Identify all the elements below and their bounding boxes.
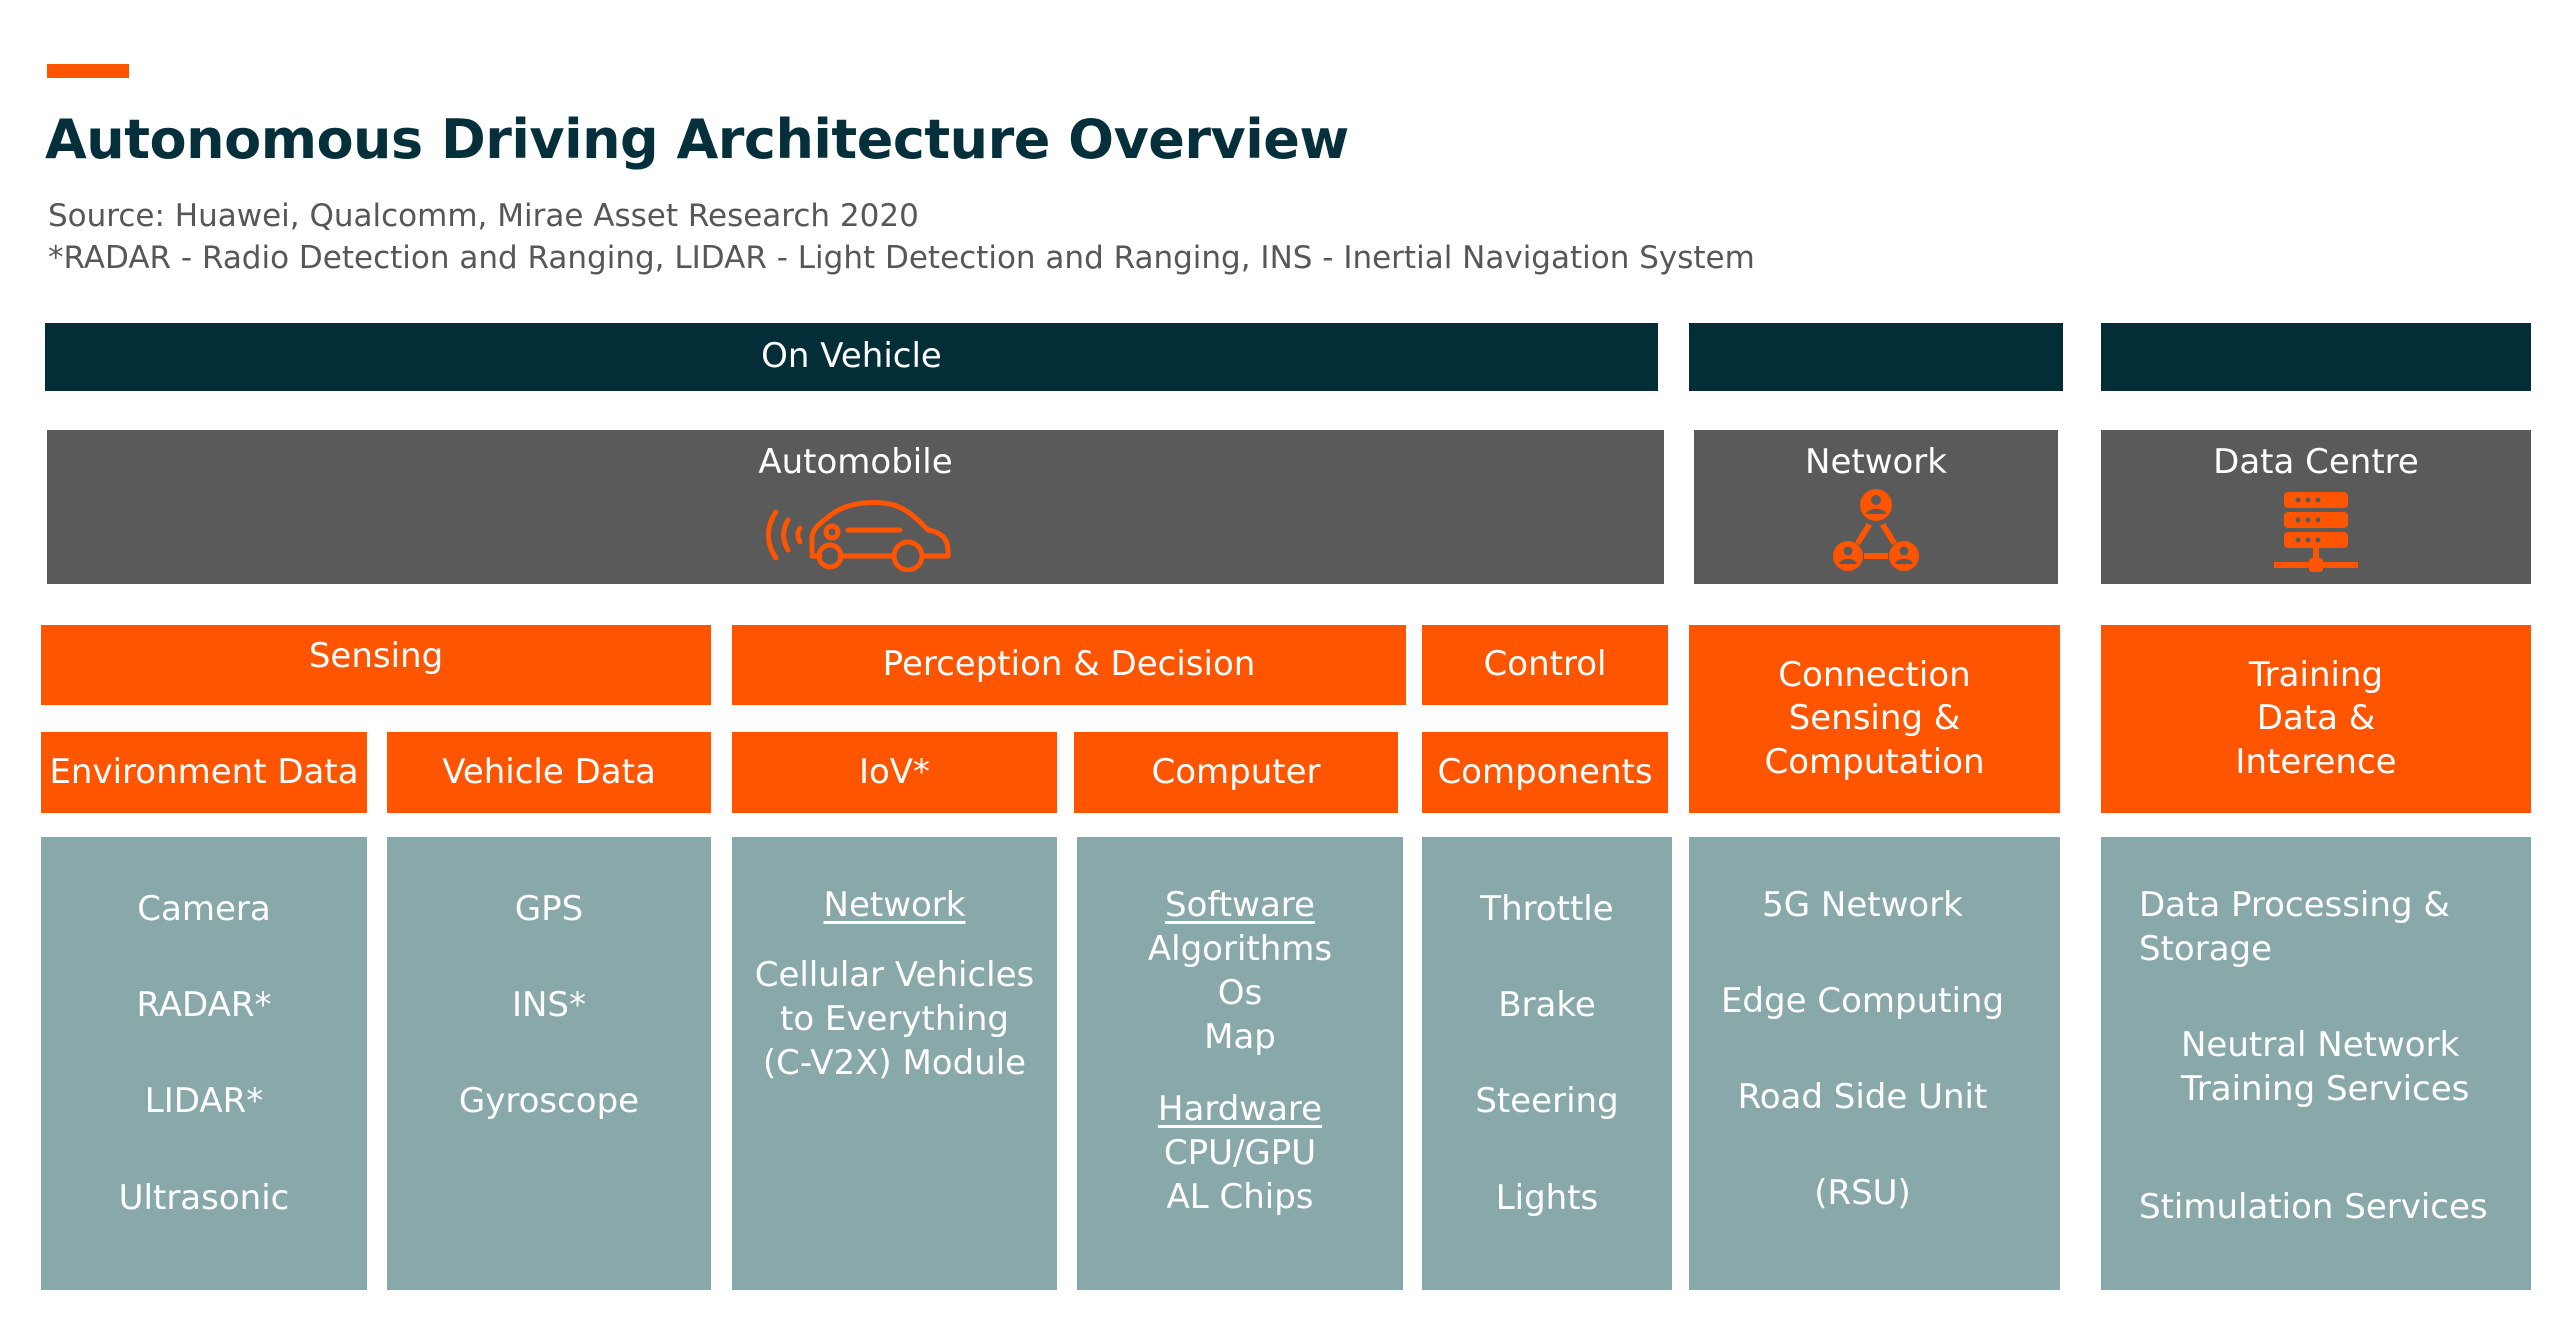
training-header: Training Data & Interence <box>2101 625 2531 813</box>
car-sensor-icon <box>765 499 950 572</box>
connection-column: 5G Network Edge Computing Road Side Unit… <box>1689 837 2060 1290</box>
network-nodes-icon <box>1833 489 1919 571</box>
vehicle-data-header: Vehicle Data <box>387 732 711 813</box>
sensing-label: Sensing <box>308 636 444 676</box>
training-item-3: Stimulation Services <box>2139 1185 2531 1229</box>
automobile-box: Automobile <box>47 430 1664 584</box>
list-item: Gyroscope <box>458 1081 640 1121</box>
on-vehicle-bar: On Vehicle <box>45 323 1658 391</box>
accent-bar <box>47 64 129 78</box>
control-label: Control <box>1483 644 1607 685</box>
list-item: Ultrasonic <box>118 1178 290 1218</box>
iov-network-heading: Network <box>823 885 966 925</box>
computer-spacer <box>1077 1059 1403 1087</box>
iov-label: IoV* <box>858 751 931 792</box>
list-item: LIDAR* <box>144 1081 264 1121</box>
network-top-bar <box>1689 323 2063 391</box>
list-item: (RSU) <box>1814 1173 1911 1213</box>
connection-line-2: Sensing & <box>1788 698 1961 739</box>
list-item: (C-V2X) Module <box>762 1043 1027 1083</box>
server-stack-icon <box>2274 492 2358 572</box>
training-line-2: Data & <box>2256 698 2376 739</box>
perception-header: Perception & Decision <box>732 625 1406 705</box>
data-centre-top-bar <box>2101 323 2531 391</box>
list-item: CPU/GPU <box>1163 1133 1317 1173</box>
environment-data-column: Camera RADAR* LIDAR* Ultrasonic <box>41 837 367 1290</box>
environment-data-header: Environment Data <box>41 732 367 813</box>
software-heading: Software <box>1165 885 1315 925</box>
list-item: Data Processing & <box>2139 885 2450 925</box>
list-item: AL Chips <box>1166 1177 1314 1217</box>
list-item: Steering <box>1475 1081 1619 1121</box>
network-label: Network <box>1805 442 1947 482</box>
training-column: Data Processing & Storage Neutral Networ… <box>2101 837 2531 1290</box>
iov-spacer <box>732 927 1057 953</box>
connection-header: Connection Sensing & Computation <box>1689 625 2060 813</box>
iov-column: Network Cellular Vehicles to Everything … <box>732 837 1057 1290</box>
computer-header: Computer <box>1074 732 1398 813</box>
data-centre-box: Data Centre <box>2101 430 2531 584</box>
footnote: *RADAR - Radio Detection and Ranging, LI… <box>48 240 1755 276</box>
control-header: Control <box>1422 625 1668 705</box>
list-item: RADAR* <box>136 985 272 1025</box>
list-item: Storage <box>2139 929 2273 969</box>
list-item: Lights <box>1495 1178 1599 1218</box>
perception-label: Perception & Decision <box>882 644 1256 685</box>
computer-column: Software Algorithms Os Map Hardware CPU/… <box>1077 837 1403 1290</box>
training-item-1: Data Processing & Storage <box>2139 883 2531 971</box>
network-box: Network <box>1694 430 2058 584</box>
list-item: Training Services <box>2181 1069 2470 1109</box>
sensing-header: Sensing <box>41 625 711 705</box>
list-item: Algorithms <box>1147 929 1333 969</box>
vehicle-data-label: Vehicle Data <box>442 751 656 792</box>
components-header: Components <box>1422 732 1668 813</box>
hardware-heading: Hardware <box>1157 1089 1323 1129</box>
training-item-2: Neutral Network Training Services <box>2181 1023 2531 1111</box>
computer-list: Software Algorithms Os Map Hardware CPU/… <box>1077 883 1403 1219</box>
data-centre-label: Data Centre <box>2213 442 2419 482</box>
iov-list: Network Cellular Vehicles to Everything … <box>732 883 1057 1085</box>
training-line-1: Training <box>2248 655 2384 696</box>
computer-label: Computer <box>1151 751 1321 792</box>
list-item: GPS <box>514 889 584 929</box>
list-item: Road Side Unit <box>1737 1077 1988 1117</box>
list-item: Os <box>1217 973 1263 1013</box>
list-item: Edge Computing <box>1720 981 2005 1021</box>
list-item: Camera <box>137 889 271 929</box>
environment-data-label: Environment Data <box>49 751 359 792</box>
on-vehicle-label: On Vehicle <box>761 336 942 377</box>
training-line-3: Interence <box>2235 741 2397 782</box>
list-item: Brake <box>1498 985 1596 1025</box>
list-item: 5G Network <box>1762 885 1963 925</box>
automobile-label: Automobile <box>758 442 953 482</box>
list-item: to Everything <box>779 999 1010 1039</box>
components-column: Throttle Brake Steering Lights <box>1422 837 1672 1290</box>
list-item: Neutral Network <box>2181 1025 2460 1065</box>
list-item: Cellular Vehicles <box>754 955 1035 995</box>
source-note: Source: Huawei, Qualcomm, Mirae Asset Re… <box>48 198 919 234</box>
connection-line-3: Computation <box>1764 741 1985 782</box>
iov-header: IoV* <box>732 732 1057 813</box>
list-item: Throttle <box>1480 889 1614 929</box>
page-title: Autonomous Driving Architecture Overview <box>45 108 1349 171</box>
list-item: Map <box>1204 1017 1276 1057</box>
components-label: Components <box>1437 751 1653 792</box>
vehicle-data-column: GPS INS* Gyroscope <box>387 837 711 1290</box>
list-item: Stimulation Services <box>2139 1187 2488 1227</box>
connection-line-1: Connection <box>1778 655 1971 696</box>
list-item: INS* <box>511 985 587 1025</box>
